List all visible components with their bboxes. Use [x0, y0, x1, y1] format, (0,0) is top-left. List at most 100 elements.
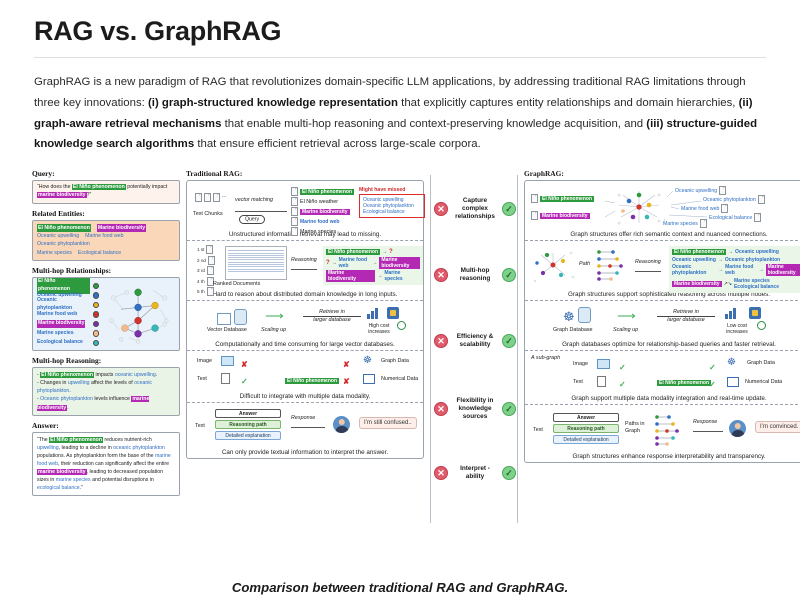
speech-bubble: I’m convinced. — [755, 421, 800, 433]
reasoning-arrow — [291, 269, 317, 270]
graph-data-label: Graph Data — [747, 360, 775, 366]
page-title: RAG vs. GraphRAG — [34, 16, 282, 46]
answer-chip: Answer — [553, 413, 619, 422]
reasoning-heading: Multi-hop Reasoning: — [32, 356, 102, 366]
graphrag-panel: El Niño phenomenon Marine biodiversity — [524, 180, 800, 463]
chain-entity: Marine biodiversity — [379, 256, 420, 269]
database-icon — [577, 307, 591, 323]
chain-entity: Oceanic upwelling — [735, 249, 779, 255]
traditional-rag-column: Traditional RAG: ... Text Chunks vector … — [186, 169, 425, 459]
query-text-after: ?” — [86, 191, 92, 198]
trad-row5-stage: Text Answer Reasoning path Detailed expl… — [191, 407, 419, 447]
trad-row-modality: Image Text ✘ ✓ El Niño phenomenon ✘ ✘ ☸ … — [187, 351, 423, 403]
query-entity-biodiversity: marine biodiversity — [37, 191, 87, 198]
reasoning-label: Reasoning — [635, 259, 661, 265]
clock-icon — [397, 321, 406, 330]
query-button[interactable]: Query — [239, 214, 266, 224]
entity-chip: Marine species — [37, 249, 72, 256]
graph-db-label: Graph Database — [553, 327, 593, 333]
query-text-mid: potentially impact — [125, 184, 168, 190]
reasoning-path-chip: Reasoning path — [215, 420, 281, 429]
graph-caption: Graph support multiple data modality int… — [571, 395, 767, 402]
comparison-item: ✕Efficiency & scalability✓ — [431, 333, 519, 349]
graph-row4-stage: A sub-graph Image Text ✓ ✓ El Niño pheno… — [529, 355, 800, 393]
seed-entity: Marine biodiversity — [540, 212, 590, 219]
missed-box: Oceanic upwelling Oceanic phytoplankton … — [359, 194, 425, 218]
table-icon — [363, 374, 375, 384]
intro-bold-run: (i) graph-structured knowledge represent… — [147, 96, 398, 109]
high-cost-label: High cost increases — [368, 323, 390, 335]
paths-in-graph-label: Paths in Graph — [625, 421, 645, 434]
detailed-explanation-chip: Detailed explanation — [215, 431, 281, 440]
response-label: Response — [693, 419, 718, 425]
answer-entity: El Niño phenomenon — [49, 436, 103, 443]
check-icon: ✓ — [502, 466, 516, 480]
entity-chip: Ecological balance — [77, 249, 122, 256]
legend-label: Marine species — [37, 329, 74, 336]
figure-caption: Comparison between traditional RAG and G… — [231, 580, 569, 595]
comparison-figure: Query: “How does the El Niño phenomenon … — [28, 169, 800, 529]
ranked-item: 3 rd — [197, 266, 215, 275]
legend-dot — [92, 320, 99, 328]
graph-row5-stage: Text Answer Reasoning path Detailed expl… — [529, 409, 800, 451]
reasoning-entity: oceanic phytoplankton — [37, 380, 152, 395]
legend-row: Oceanic phytoplankton — [37, 297, 99, 311]
graph-row-semantics: El Niño phenomenon Marine biodiversity — [525, 181, 800, 241]
trad-row4-stage: Image Text ✘ ✓ El Niño phenomenon ✘ ✘ ☸ … — [191, 355, 419, 391]
comparison-label: Capture complex relationships — [455, 197, 495, 220]
numerical-data-label: Numerical Data — [745, 379, 783, 385]
clock-icon — [757, 321, 766, 330]
text-label: Text — [573, 379, 583, 385]
chain-entity: Ecological balance — [733, 283, 779, 290]
image-icon — [221, 356, 234, 366]
trad-row-interpretability: Text Answer Reasoning path Detailed expl… — [187, 403, 423, 458]
ranked-doc-icon — [206, 276, 214, 286]
graph-cluster-svg — [617, 191, 661, 225]
ranked-item: 4 th — [197, 276, 215, 286]
ranked-doc-icon — [206, 266, 214, 275]
graph-row-reasoning: Path R — [525, 241, 800, 301]
check-icon: ✓ — [619, 380, 626, 389]
bar-chart-icon — [725, 308, 737, 319]
image-icon — [597, 359, 610, 369]
check-icon: ✓ — [502, 268, 516, 282]
legend-dot — [92, 339, 99, 347]
table-icon — [727, 377, 739, 387]
answer-box: “The El Niño phenomenon reduces nutrient… — [32, 431, 180, 497]
retrieved-item: El Niño phenomenon — [300, 188, 354, 195]
legend-label: El Niño phenomenon — [37, 278, 90, 294]
graphrag-heading: GraphRAG: — [524, 169, 564, 178]
cross-icon: ✘ — [343, 377, 350, 386]
missed-title: Might have missed — [359, 187, 406, 193]
cpu-icon — [387, 307, 399, 319]
missed-item: Ecological balance — [363, 209, 405, 215]
intro-text-run: that ensure efficient retrieval across l… — [194, 138, 481, 151]
retrieved-doc-icon — [291, 217, 298, 226]
avatar — [333, 416, 350, 433]
left-column: Query: “How does the El Niño phenomenon … — [32, 169, 180, 501]
rank-number: 4 th — [197, 278, 205, 284]
text-icon — [221, 373, 230, 384]
graphrag-column: GraphRAG: El Niño phenomenon Marine biod… — [524, 169, 800, 463]
traditional-rag-heading: Traditional RAG: — [186, 169, 243, 178]
chain-entity: El Niño phenomenon — [672, 249, 726, 255]
trad-caption: Can only provide textual information to … — [221, 449, 389, 456]
answer-block: Answer: “The El Niño phenomenon reduces … — [32, 421, 180, 497]
check-icon: ✓ — [709, 380, 716, 389]
chunk-icon — [204, 193, 211, 202]
entity-chip: Marine food web — [85, 233, 124, 240]
relationships-heading: Multi-hop Relationships: — [32, 266, 112, 276]
image-label: Image — [197, 358, 212, 364]
reasoning-entity: El Niño phenomenon — [40, 372, 95, 379]
check-icon: ✓ — [709, 363, 716, 372]
ranked-item: 2 nd — [197, 255, 215, 265]
ranked-item: 1 st — [197, 245, 215, 254]
chain-entity: Oceanic upwelling — [672, 256, 716, 263]
reasoning-arrow — [635, 271, 661, 272]
check-icon: ✓ — [502, 402, 516, 416]
retrieved-doc-icon — [291, 187, 298, 196]
